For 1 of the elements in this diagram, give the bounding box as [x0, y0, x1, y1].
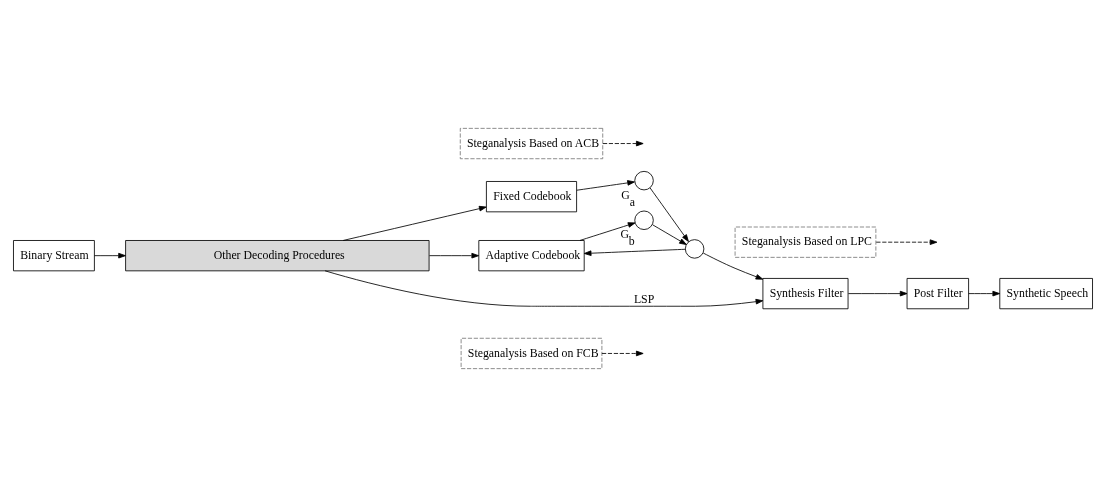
edge-label: LSP: [633, 292, 655, 307]
